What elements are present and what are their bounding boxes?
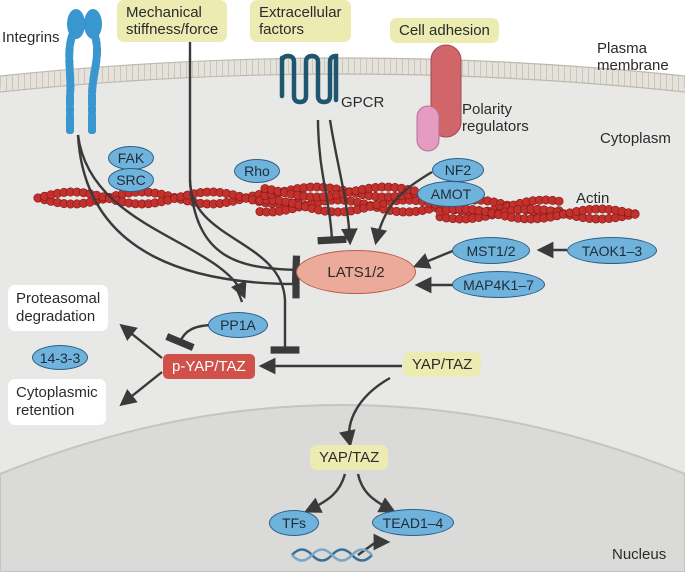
edge-mst-to-lats [412,248,456,269]
edge-gpcr-activate-lats [328,119,358,246]
mechanical-stiffness-label: Mechanical stiffness/force [126,4,219,38]
edge-lats-to-pyap [233,284,244,303]
protein-amot: AMOT [417,181,485,207]
protein-14-3-3: 14-3-3 [32,345,88,370]
protein-tfs: TFs [269,510,319,536]
mechanical-stiffness-box: Mechanical stiffness/force [117,0,228,42]
cytoplasm-label: Cytoplasm [600,130,671,147]
extracellular-factors-box: Extracellular factors [250,0,351,42]
gpcr-receptor [279,53,339,105]
edge-yap-to-tead [356,473,396,513]
edge-pyap-to-retention [119,371,163,407]
actin-bead [554,196,564,206]
protein-taok: TAOK1–3 [567,237,657,264]
edge-integrin-to-pyap [76,134,247,300]
p-yap-taz-box: p-YAP/TAZ [163,354,255,379]
proteasomal-degradation-box: Proteasomal degradation [8,285,109,331]
integrin-receptor [65,9,102,134]
proteasomal-degradation-label: Proteasomal degradation [16,290,101,325]
gpcr-label: GPCR [341,94,385,111]
polarity-regulators-label: Polarity regulators [462,101,529,135]
actin-label: Actin [576,190,610,207]
edge-nf2-to-lats [370,170,433,246]
dna-helix [291,548,373,562]
polarity-regulators-shape [416,44,462,152]
protein-lats: LATS1/2 [296,250,416,294]
edge-yap-to-nucleus [339,376,391,448]
protein-fak: FAK [108,146,154,170]
protein-nf2: NF2 [432,158,484,182]
edge-gpcr-inhibit-lats [316,119,347,245]
pathway-edges [76,42,567,556]
actin-bead [630,209,640,219]
edge-integrin-inhibit-lats [76,134,300,299]
edge-pyap-to-proteasomal [119,323,163,359]
cell-adhesion-box: Cell adhesion [390,18,499,43]
protein-rho: Rho [234,159,280,183]
protein-src: SRC [108,168,154,192]
yap-taz-cytoplasm-box: YAP/TAZ [403,352,482,377]
protein-map4k: MAP4K1–7 [452,271,545,298]
integrins-label: Integrins [2,29,60,46]
nucleus-region [0,404,685,572]
protein-pp1a: PP1A [208,312,268,338]
cytoplasmic-retention-label: Cytoplasmic retention [16,384,98,419]
nucleus-label: Nucleus [612,546,667,563]
cell-adhesion-label: Cell adhesion [399,22,490,39]
yap-taz-nucleus-box: YAP/TAZ [310,445,389,470]
edge-yap-to-tfs [303,473,347,513]
edge-mechanical-inhibit-lats [188,179,301,285]
protein-tead: TEAD1–4 [372,509,454,536]
plasma-membrane-label: Plasma membrane [597,40,669,74]
cytoplasmic-retention-box: Cytoplasmic retention [8,379,106,425]
protein-mst: MST1/2 [452,237,530,264]
extracellular-factors-label: Extracellular factors [259,4,342,38]
